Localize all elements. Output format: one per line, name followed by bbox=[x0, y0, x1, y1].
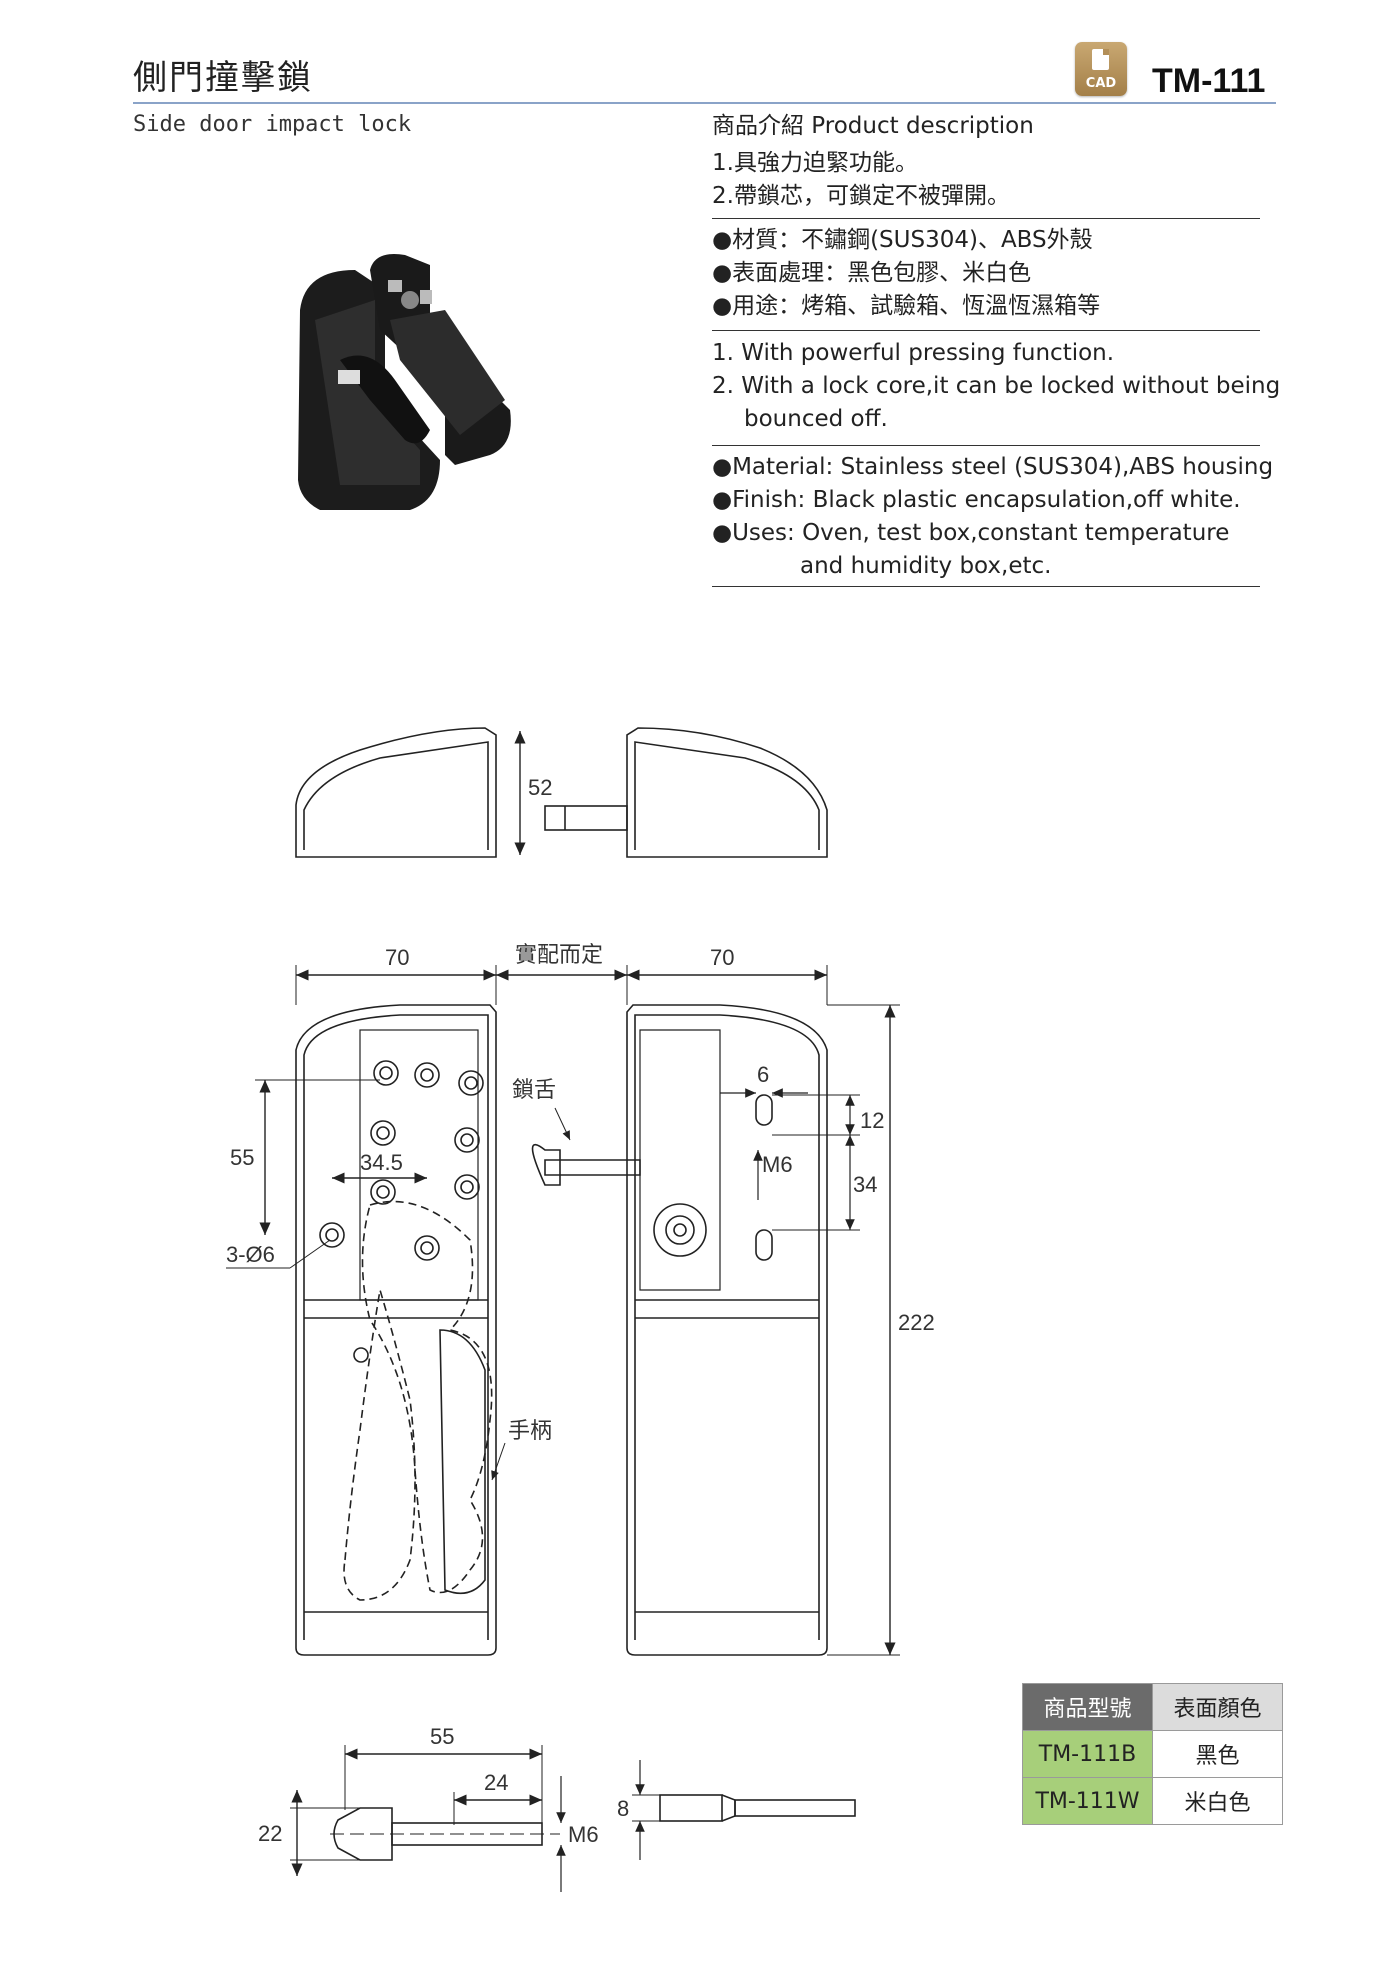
dim-70-right-label: 70 bbox=[710, 945, 734, 970]
table-header-row: 商品型號 表面顏色 bbox=[1022, 1683, 1283, 1731]
dim-tongue-m6-label: M6 bbox=[568, 1822, 599, 1847]
thread-callout: M6 bbox=[753, 1150, 793, 1200]
divider bbox=[712, 586, 1260, 587]
dim-12: 12 bbox=[772, 1094, 884, 1136]
dim-total-height: 222 bbox=[827, 1004, 935, 1656]
top-view-left bbox=[295, 727, 497, 858]
en-feature-item: bounced off. bbox=[744, 406, 888, 432]
page-title-zh: 側門撞擊鎖 bbox=[133, 58, 313, 98]
divider bbox=[712, 330, 1260, 331]
table-cell-model: TM-111W bbox=[1022, 1777, 1153, 1825]
dim-tongue-thread-dia: M6 bbox=[556, 1776, 599, 1892]
en-feature-item: 1. With powerful pressing function. bbox=[712, 340, 1115, 366]
dim-pin-8-label: 8 bbox=[617, 1796, 629, 1821]
description-heading: 商品介紹 Product description bbox=[712, 113, 1034, 139]
dim-tongue-thread: 24 bbox=[453, 1770, 542, 1825]
cad-label: CAD bbox=[1085, 76, 1117, 91]
dim-6: 6 bbox=[720, 1062, 808, 1098]
dim-6-label: 6 bbox=[757, 1062, 769, 1087]
gap-label: 實配而定 bbox=[515, 942, 603, 967]
top-view-right bbox=[544, 727, 828, 858]
dim-tongue-length: 55 bbox=[344, 1724, 543, 1825]
en-spec-item: ●Material: Stainless steel (SUS304),ABS … bbox=[712, 454, 1274, 480]
pin-detail bbox=[659, 1794, 856, 1822]
divider bbox=[712, 218, 1260, 219]
right-lock-body bbox=[370, 254, 511, 465]
en-spec-item: and humidity box,etc. bbox=[800, 553, 1052, 579]
dim-34-5-label: 34.5 bbox=[360, 1150, 403, 1175]
table-cell-color: 黑色 bbox=[1152, 1730, 1283, 1778]
holes-label: 3-Ø6 bbox=[226, 1242, 275, 1267]
tongue-detail bbox=[330, 1807, 560, 1861]
zh-feature-list: 1.具強力迫緊功能。 2.帶鎖芯，可鎖定不被彈開。 bbox=[712, 147, 1272, 213]
dim-tongue-height: 22 bbox=[258, 1790, 360, 1876]
dim-pin-diameter: 8 bbox=[617, 1760, 660, 1860]
product-photo bbox=[298, 254, 511, 510]
dim-tongue-22-label: 22 bbox=[258, 1821, 282, 1846]
zh-spec-list: ●材質：不鏽鋼(SUS304)、ABS外殼 ●表面處理：黑色包膠、米白色 ●用途… bbox=[712, 224, 1272, 323]
dim-tongue-55-label: 55 bbox=[430, 1724, 454, 1749]
en-spec-list: ●Material: Stainless steel (SUS304),ABS … bbox=[712, 451, 1274, 583]
left-lock-body bbox=[298, 270, 440, 510]
table-cell-color: 米白色 bbox=[1152, 1777, 1283, 1825]
en-feature-list: 1. With powerful pressing function. 2. W… bbox=[712, 337, 1281, 436]
front-view-right bbox=[544, 1004, 828, 1656]
handle-callout: 手柄 bbox=[491, 1418, 552, 1481]
tongue-callout: 鎖舌 bbox=[512, 1077, 571, 1141]
holes-callout: 3-Ø6 bbox=[226, 1239, 331, 1269]
latch-tongue bbox=[531, 1144, 561, 1186]
dim-gap: 實配而定 bbox=[495, 942, 628, 1005]
dim-tongue-24-label: 24 bbox=[484, 1770, 508, 1795]
table-row: TM-111B 黑色 bbox=[1022, 1730, 1283, 1778]
divider bbox=[712, 445, 1260, 446]
dim-34-right: 34 bbox=[772, 1135, 877, 1231]
en-feature-item: 2. With a lock core,it can be locked wit… bbox=[712, 373, 1281, 399]
dim-12-label: 12 bbox=[860, 1108, 884, 1133]
dim-34-label: 34 bbox=[853, 1172, 877, 1197]
thread-label: M6 bbox=[762, 1152, 793, 1177]
dim-222-label: 222 bbox=[898, 1310, 935, 1335]
zh-spec-item: ●表面處理：黑色包膠、米白色 bbox=[712, 260, 1032, 286]
en-spec-item: ●Uses: Oven, test box,constant temperatu… bbox=[712, 520, 1230, 546]
handle-label: 手柄 bbox=[508, 1418, 552, 1443]
zh-feature-item: 1.具強力迫緊功能。 bbox=[712, 150, 918, 176]
model-code: TM-111 bbox=[1152, 62, 1266, 100]
zh-spec-item: ●用途：烤箱、試驗箱、恆溫恆濕箱等 bbox=[712, 293, 1101, 319]
page-title-en: Side door impact lock bbox=[133, 112, 412, 137]
table-cell-model: TM-111B bbox=[1022, 1730, 1153, 1778]
cad-download-icon[interactable]: CAD bbox=[1075, 42, 1127, 96]
dim-70-left-label: 70 bbox=[385, 945, 409, 970]
table-row: TM-111W 米白色 bbox=[1022, 1777, 1283, 1825]
dim-55-left: 55 bbox=[230, 1079, 380, 1235]
table-header-cell: 表面顏色 bbox=[1152, 1683, 1283, 1731]
tongue-label: 鎖舌 bbox=[512, 1077, 556, 1102]
table-header-cell: 商品型號 bbox=[1022, 1683, 1153, 1731]
dim-height-top-view: 52 bbox=[514, 731, 552, 855]
zh-spec-item: ●材質：不鏽鋼(SUS304)、ABS外殼 bbox=[712, 227, 1093, 253]
spec-table: 商品型號 表面顏色 TM-111B 黑色 TM-111W 米白色 bbox=[1022, 1683, 1283, 1825]
front-view-left bbox=[295, 1004, 497, 1656]
dim-52-label: 52 bbox=[528, 775, 552, 800]
en-spec-item: ●Finish: Black plastic encapsulation,off… bbox=[712, 487, 1241, 513]
dim-55-label: 55 bbox=[230, 1145, 254, 1170]
zh-feature-item: 2.帶鎖芯，可鎖定不被彈開。 bbox=[712, 183, 1010, 209]
document-icon bbox=[1092, 49, 1109, 70]
dim-width-left: 70 bbox=[295, 945, 496, 1005]
dim-width-right: 70 bbox=[627, 945, 828, 1005]
header-rule bbox=[133, 102, 1276, 104]
dim-34-5: 34.5 bbox=[332, 1150, 427, 1184]
